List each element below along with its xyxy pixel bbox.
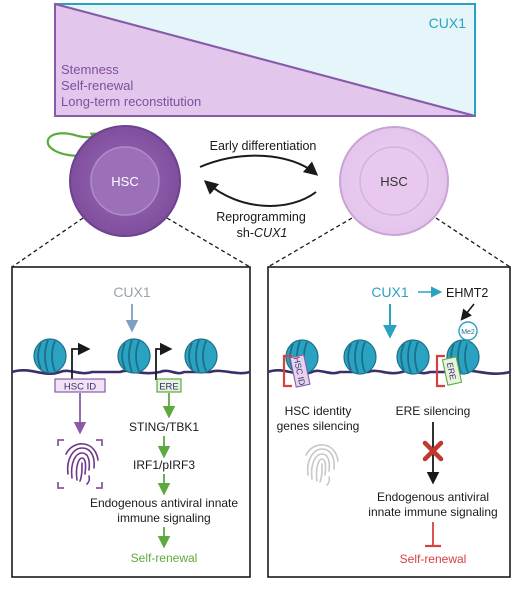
differentiation-arrow: [199, 154, 319, 176]
left-cux1-label: CUX1: [113, 284, 151, 300]
left-nucleosome-3: [184, 338, 218, 374]
block-cross-icon: [422, 440, 444, 462]
early-differentiation-label: Early differentiation: [210, 139, 317, 153]
irf1-pirf3-label: IRF1/pIRF3: [133, 458, 195, 472]
sh-cux1-label: sh-CUX1: [237, 226, 288, 240]
hsc-id-repression-bracket: [282, 354, 292, 388]
me2-label: Me2: [461, 329, 475, 336]
left-nucleosome-1: [33, 338, 67, 374]
left-hsc-id-tag-text: HSC ID: [64, 382, 96, 393]
hsc-label-left: HSC: [111, 174, 138, 189]
left-self-renewal-label: Self-renewal: [131, 551, 198, 565]
sting-tbk1-label: STING/TBK1: [129, 420, 199, 434]
right-ere-tag: ERE: [441, 356, 463, 386]
right-ere-tag-text: ERE: [445, 362, 458, 381]
ehmt2-arrow: [460, 303, 475, 321]
ere-tss-arrow: [155, 342, 173, 380]
left-hsc-id-tag: [54, 378, 106, 393]
right-panel: CUX1 EHMT2 Me2 HSC ID ERE HSC identity g…: [267, 266, 511, 578]
left-nucleosome-2: [117, 338, 151, 374]
ehmt2-label: EHMT2: [446, 286, 488, 300]
hsc-nucleus-dark: [90, 146, 160, 216]
left-ere-tag-text: ERE: [159, 382, 179, 393]
left-panel: CUX1 HSC ID ERE ST: [11, 266, 251, 578]
ere-silencing-label: ERE silencing: [396, 404, 471, 418]
reprogramming-arrow: [203, 180, 317, 207]
cux1-gradient-label: CUX1: [429, 15, 467, 31]
ere-repression-bracket: [435, 354, 445, 388]
right-outcome-label-1: Endogenous antiviral: [377, 490, 489, 504]
self-renewal-label: Self-renewal: [61, 78, 133, 93]
right-cux1-label: CUX1: [371, 284, 409, 300]
left-panel-frame: [11, 266, 251, 578]
long-term-reconstitution-label: Long-term reconstitution: [61, 94, 201, 109]
stemness-triangle: [54, 2, 476, 117]
hsc-identity-label-1: HSC identity: [285, 404, 352, 418]
reprogramming-label: Reprogramming: [216, 210, 306, 224]
left-ere-tag: [156, 378, 182, 393]
stemness-label: Stemness: [61, 62, 119, 77]
hsc-nucleus-light: [359, 146, 429, 216]
me2-mark: [458, 321, 478, 341]
faded-fingerprint-icon: [305, 444, 339, 486]
right-outcome-label-2: innate immune signaling: [368, 505, 497, 519]
zoom-lines: [11, 217, 511, 268]
sh-prefix: sh-: [237, 226, 254, 240]
hsc-identity-label-2: genes silencing: [277, 419, 360, 433]
gradient-panel: CUX1 Stemness Self-renewal Long-term rec…: [54, 2, 476, 118]
right-hsc-id-tag: HSC ID: [289, 354, 311, 388]
right-nucleosome-2: [343, 339, 377, 375]
right-nucleosome-3: [396, 339, 430, 375]
hsc-label-right: HSC: [380, 174, 407, 189]
hsc-id-tss-arrow: [71, 342, 91, 380]
innate-signaling-label-2: immune signaling: [117, 511, 210, 525]
cells-row: HSC HSC Early differentiation Reprogramm…: [46, 125, 449, 240]
sh-gene: CUX1: [254, 226, 287, 240]
fingerprint-icon: [57, 439, 103, 489]
innate-signaling-label-1: Endogenous antiviral innate: [90, 496, 238, 510]
right-self-renewal-label: Self-renewal: [400, 552, 467, 566]
